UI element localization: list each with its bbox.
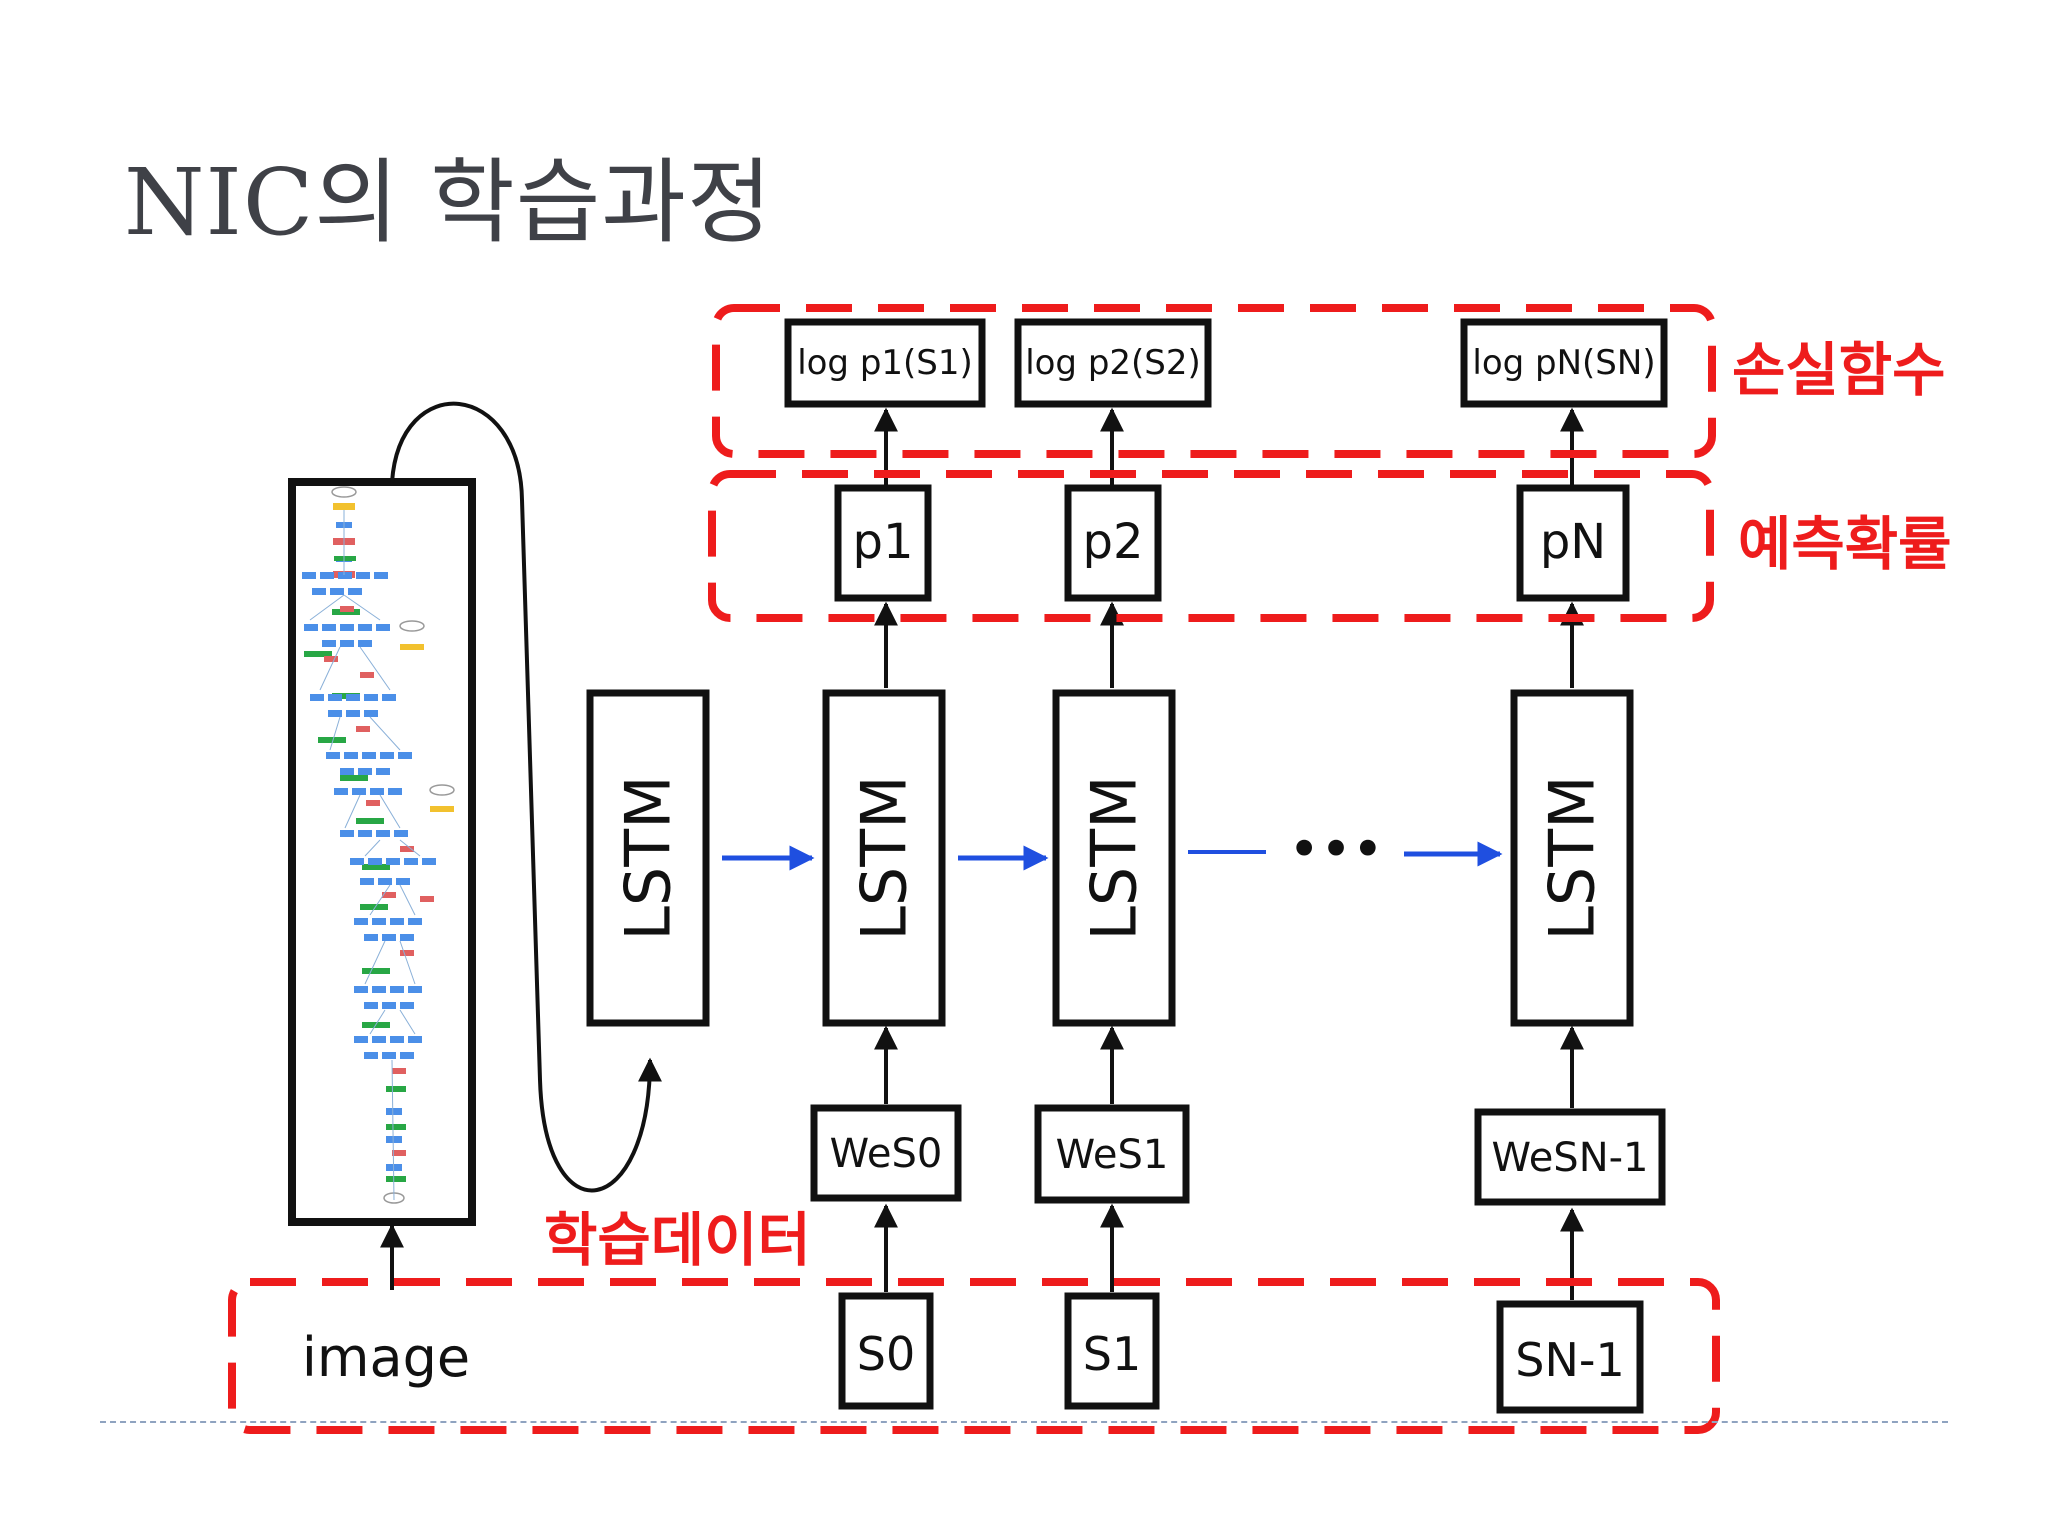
loss-function-label: 손실함수 <box>1732 336 1945 404</box>
embedding-label-2: WeSN-1 <box>1491 1135 1648 1181</box>
slide-title: NIC의 학습과정 <box>124 149 773 256</box>
probability-label-1: p2 <box>1082 514 1143 570</box>
footer-divider <box>100 1421 1948 1423</box>
prediction-probability-label: 예측확률 <box>1738 510 1951 578</box>
probability-label-0: p1 <box>852 514 913 570</box>
loss-box-1 <box>1014 318 1212 408</box>
embedding-label-1: WeS1 <box>1056 1132 1169 1178</box>
probability-box-0 <box>834 484 932 602</box>
input-label-1: S1 <box>1083 1327 1141 1381</box>
loss-label-1: log p2(S2) <box>1025 343 1201 383</box>
ellipsis: ••• <box>1288 818 1384 881</box>
embedding-box-2 <box>1474 1108 1666 1206</box>
embedding-label-0: WeS0 <box>830 1131 943 1177</box>
lstm-block-1 <box>822 689 946 1027</box>
lstm-label-0: LSTM <box>612 775 685 940</box>
loss-box-0 <box>784 318 986 408</box>
lstm-block-0 <box>586 689 710 1027</box>
probability-label-2: pN <box>1540 514 1606 570</box>
embedding-box-0 <box>810 1104 962 1202</box>
loss-label-0: log p1(S1) <box>797 343 973 383</box>
probability-box-1 <box>1064 484 1162 602</box>
input-box-1 <box>1064 1292 1160 1410</box>
lstm-label-1: LSTM <box>848 775 921 940</box>
cnn-frame <box>288 478 476 1226</box>
input-label-2: SN-1 <box>1515 1333 1624 1387</box>
training-data-group-outline <box>228 1278 1720 1434</box>
cnn-network <box>288 478 476 1226</box>
embedding-box-1 <box>1034 1104 1190 1204</box>
probability-box-2 <box>1516 484 1630 602</box>
input-label-0: S0 <box>857 1327 915 1381</box>
lstm-block-3 <box>1510 689 1634 1027</box>
cnn-layer-blocks <box>302 486 455 1204</box>
loss-box-2 <box>1460 318 1668 408</box>
lstm-block-2 <box>1052 689 1176 1027</box>
loss-label-2: log pN(SN) <box>1472 343 1655 383</box>
training-data-label: 학습데이터 <box>544 1206 811 1274</box>
loss-group-outline <box>712 304 1716 458</box>
input-box-2 <box>1496 1300 1644 1414</box>
lstm-label-2: LSTM <box>1078 775 1151 940</box>
image-label: image <box>302 1326 470 1389</box>
lstm-label-3: LSTM <box>1536 775 1609 940</box>
prediction-group-outline <box>708 470 1714 622</box>
input-box-0 <box>838 1292 934 1410</box>
arrow-cnn-to-lstm <box>390 401 662 1193</box>
